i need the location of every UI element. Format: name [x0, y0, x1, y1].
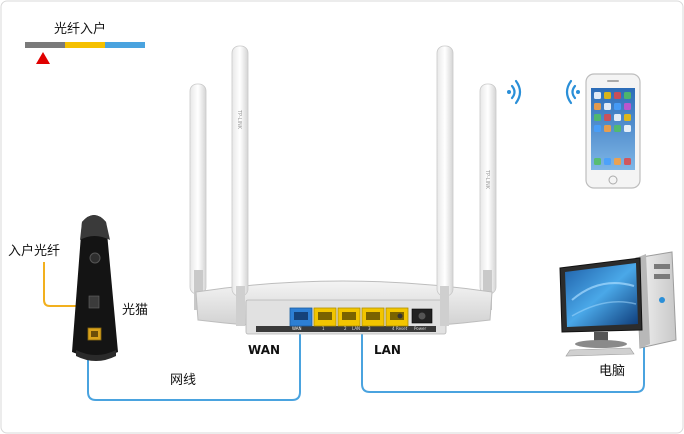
router-front-antennas — [231, 45, 454, 326]
antenna-brand-right: TP-LINK — [484, 170, 490, 190]
lan-label: LAN — [374, 343, 401, 357]
wan-cable-line — [87, 318, 301, 401]
router-port-label-1: 1 — [322, 326, 325, 331]
fiber-color-bar — [25, 42, 145, 64]
router-port-label-4: 4 — [392, 326, 395, 331]
fiber-entry-label: 光纤入户 — [54, 22, 107, 37]
antenna-brand-left: TP-LINK — [236, 110, 242, 130]
cable-label: 网线 — [170, 373, 197, 388]
router-reset-button — [397, 313, 403, 319]
phone-wifi-waves-icon — [565, 79, 580, 105]
router-port-label-wan: WAN — [292, 326, 302, 331]
wan-label: WAN — [248, 343, 281, 357]
router-reset-label: Reset — [396, 326, 408, 331]
computer-label: 电脑 — [599, 364, 626, 379]
modem-label: 光猫 — [122, 303, 149, 318]
router-port-label-2: 2 — [344, 326, 347, 331]
fiber-bar-gray-segment — [25, 42, 65, 48]
fiber-bar-yellow-segment — [65, 42, 105, 48]
router-rear-antennas — [189, 83, 497, 310]
router-port-label-lan: LAN — [352, 326, 361, 331]
desktop-computer-icon — [559, 251, 677, 357]
fiber-modem-icon — [72, 215, 118, 361]
router-icon — [195, 280, 493, 335]
lan-cable-line — [361, 318, 645, 393]
smartphone-icon — [585, 73, 641, 189]
fiber-in-label: 入户光纤 — [8, 244, 61, 259]
router-power-label: Power — [414, 326, 427, 331]
router-port-label-3: 3 — [368, 326, 371, 331]
red-triangle-marker-icon — [36, 52, 50, 64]
wifi-waves-icon — [507, 79, 522, 105]
fiber-bar-blue-segment — [105, 42, 145, 48]
fiber-cable-line — [43, 262, 94, 307]
